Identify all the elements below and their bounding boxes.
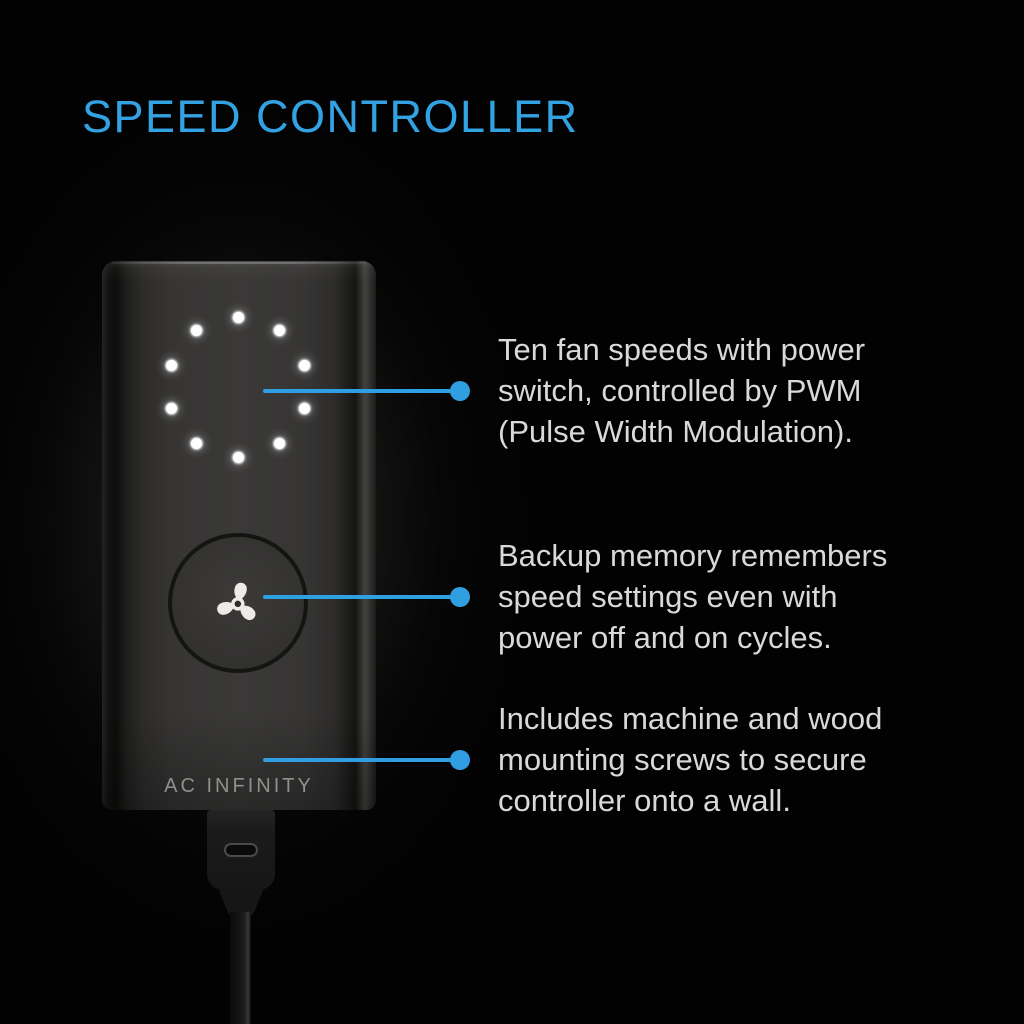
led-dot — [299, 403, 311, 415]
usb-c-port-icon — [224, 843, 258, 857]
led-dot — [232, 451, 244, 463]
led-dot — [165, 403, 177, 415]
led-dot — [165, 359, 177, 371]
brand-label: AC INFINITY — [164, 775, 314, 797]
usb-cable — [230, 912, 251, 1024]
led-dot — [273, 324, 285, 336]
usb-connector — [207, 810, 275, 890]
fan-power-button — [168, 533, 308, 673]
led-dot — [191, 438, 203, 450]
annotation-line: Backup memory remembers — [498, 538, 888, 573]
page-title: SPEED CONTROLLER — [82, 91, 579, 142]
callout-line-2 — [263, 587, 470, 607]
callout-dot-1 — [450, 381, 470, 401]
fan-icon — [217, 582, 256, 621]
annotation-line: power off and on cycles. — [498, 620, 832, 655]
annotation-line: switch, controlled by PWM — [498, 373, 862, 408]
callout-dot-2 — [450, 587, 470, 607]
led-ring — [102, 261, 376, 810]
led-dot — [273, 438, 285, 450]
annotation-line: controller onto a wall. — [498, 783, 791, 818]
led-dot — [232, 311, 244, 323]
callout-dot-3 — [450, 750, 470, 770]
annotation-line: mounting screws to secure — [498, 742, 867, 777]
annotation-line: Ten fan speeds with power — [498, 332, 866, 367]
led-dot — [299, 359, 311, 371]
annotation-text-1: Ten fan speeds with power switch, contro… — [498, 329, 958, 452]
annotation-line: (Pulse Width Modulation). — [498, 414, 853, 449]
callout-line-3 — [263, 750, 470, 770]
led-dot — [191, 324, 203, 336]
annotation-line: speed settings even with — [498, 579, 838, 614]
annotation-text-3: Includes machine and wood mounting screw… — [498, 698, 958, 821]
annotation-text-2: Backup memory remembers speed settings e… — [498, 535, 958, 658]
speed-controller-device: AC INFINITY — [102, 261, 376, 810]
callout-line-1 — [263, 381, 470, 401]
annotation-line: Includes machine and wood — [498, 701, 883, 736]
